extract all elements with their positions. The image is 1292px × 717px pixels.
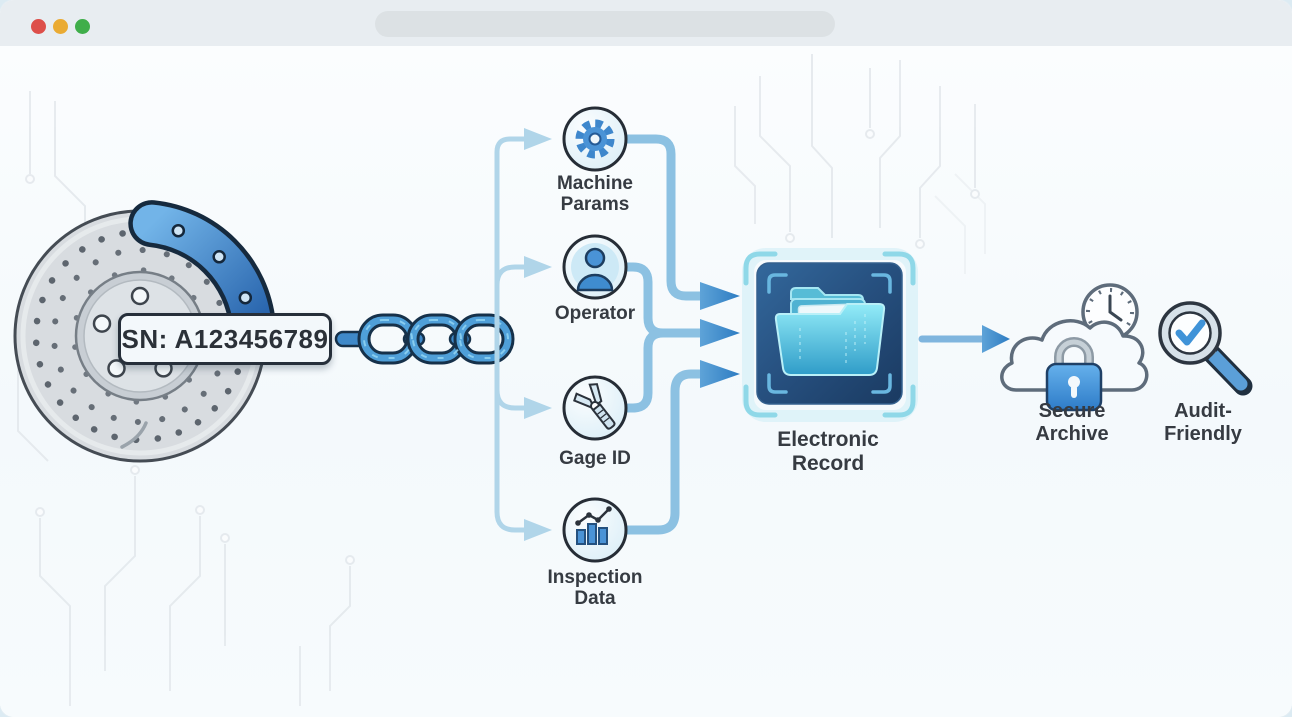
source-label-inspection-data: Inspection Data bbox=[547, 567, 643, 609]
source-label-operator: Operator bbox=[554, 303, 636, 324]
electronic-record-node bbox=[742, 248, 918, 422]
window-titlebar bbox=[0, 0, 1292, 47]
checkmark-icon bbox=[1175, 319, 1206, 346]
secure-archive-node bbox=[1000, 283, 1149, 412]
cloud-icon bbox=[1000, 319, 1149, 392]
merge-connectors bbox=[621, 134, 740, 535]
magnifier-icon bbox=[1158, 301, 1253, 396]
branch-connectors bbox=[494, 128, 552, 541]
gear-icon bbox=[575, 119, 615, 159]
record-to-archive-arrow bbox=[918, 325, 1010, 353]
address-bar[interactable] bbox=[375, 11, 835, 37]
traceability-diagram bbox=[13, 54, 1253, 706]
scan-frame bbox=[743, 251, 916, 418]
minimize-button[interactable] bbox=[53, 19, 68, 34]
serial-number-text: SN: A123456789 bbox=[121, 323, 329, 354]
brake-disc bbox=[13, 200, 276, 463]
caliper-icon bbox=[573, 383, 616, 430]
maximize-button[interactable] bbox=[75, 19, 90, 34]
source-node-inspection-data bbox=[562, 497, 628, 563]
chain-link-icon bbox=[334, 313, 515, 365]
source-node-operator bbox=[562, 234, 628, 300]
audit-friendly-node bbox=[1158, 301, 1253, 396]
record-label: Electronic Record bbox=[777, 428, 879, 475]
padlock-icon bbox=[1045, 337, 1103, 412]
bar-chart-icon bbox=[575, 506, 612, 545]
source-node-machine-params bbox=[562, 106, 628, 172]
output-label-secure-archive: Secure Archive bbox=[1035, 400, 1109, 445]
output-label-audit-friendly: Audit-Friendly bbox=[1164, 400, 1242, 445]
close-button[interactable] bbox=[31, 19, 46, 34]
source-label-machine-params: Machine Params bbox=[556, 173, 634, 215]
diagram-canvas: SN: A123456789 Machine Params Operator G… bbox=[0, 46, 1292, 717]
source-label-gage-id: Gage ID bbox=[559, 448, 631, 469]
serial-number-tag: SN: A123456789 bbox=[118, 313, 332, 365]
source-node-gage-id bbox=[562, 375, 628, 441]
brake-caliper bbox=[128, 200, 276, 348]
user-icon bbox=[571, 243, 619, 292]
folder-icon bbox=[774, 287, 886, 376]
